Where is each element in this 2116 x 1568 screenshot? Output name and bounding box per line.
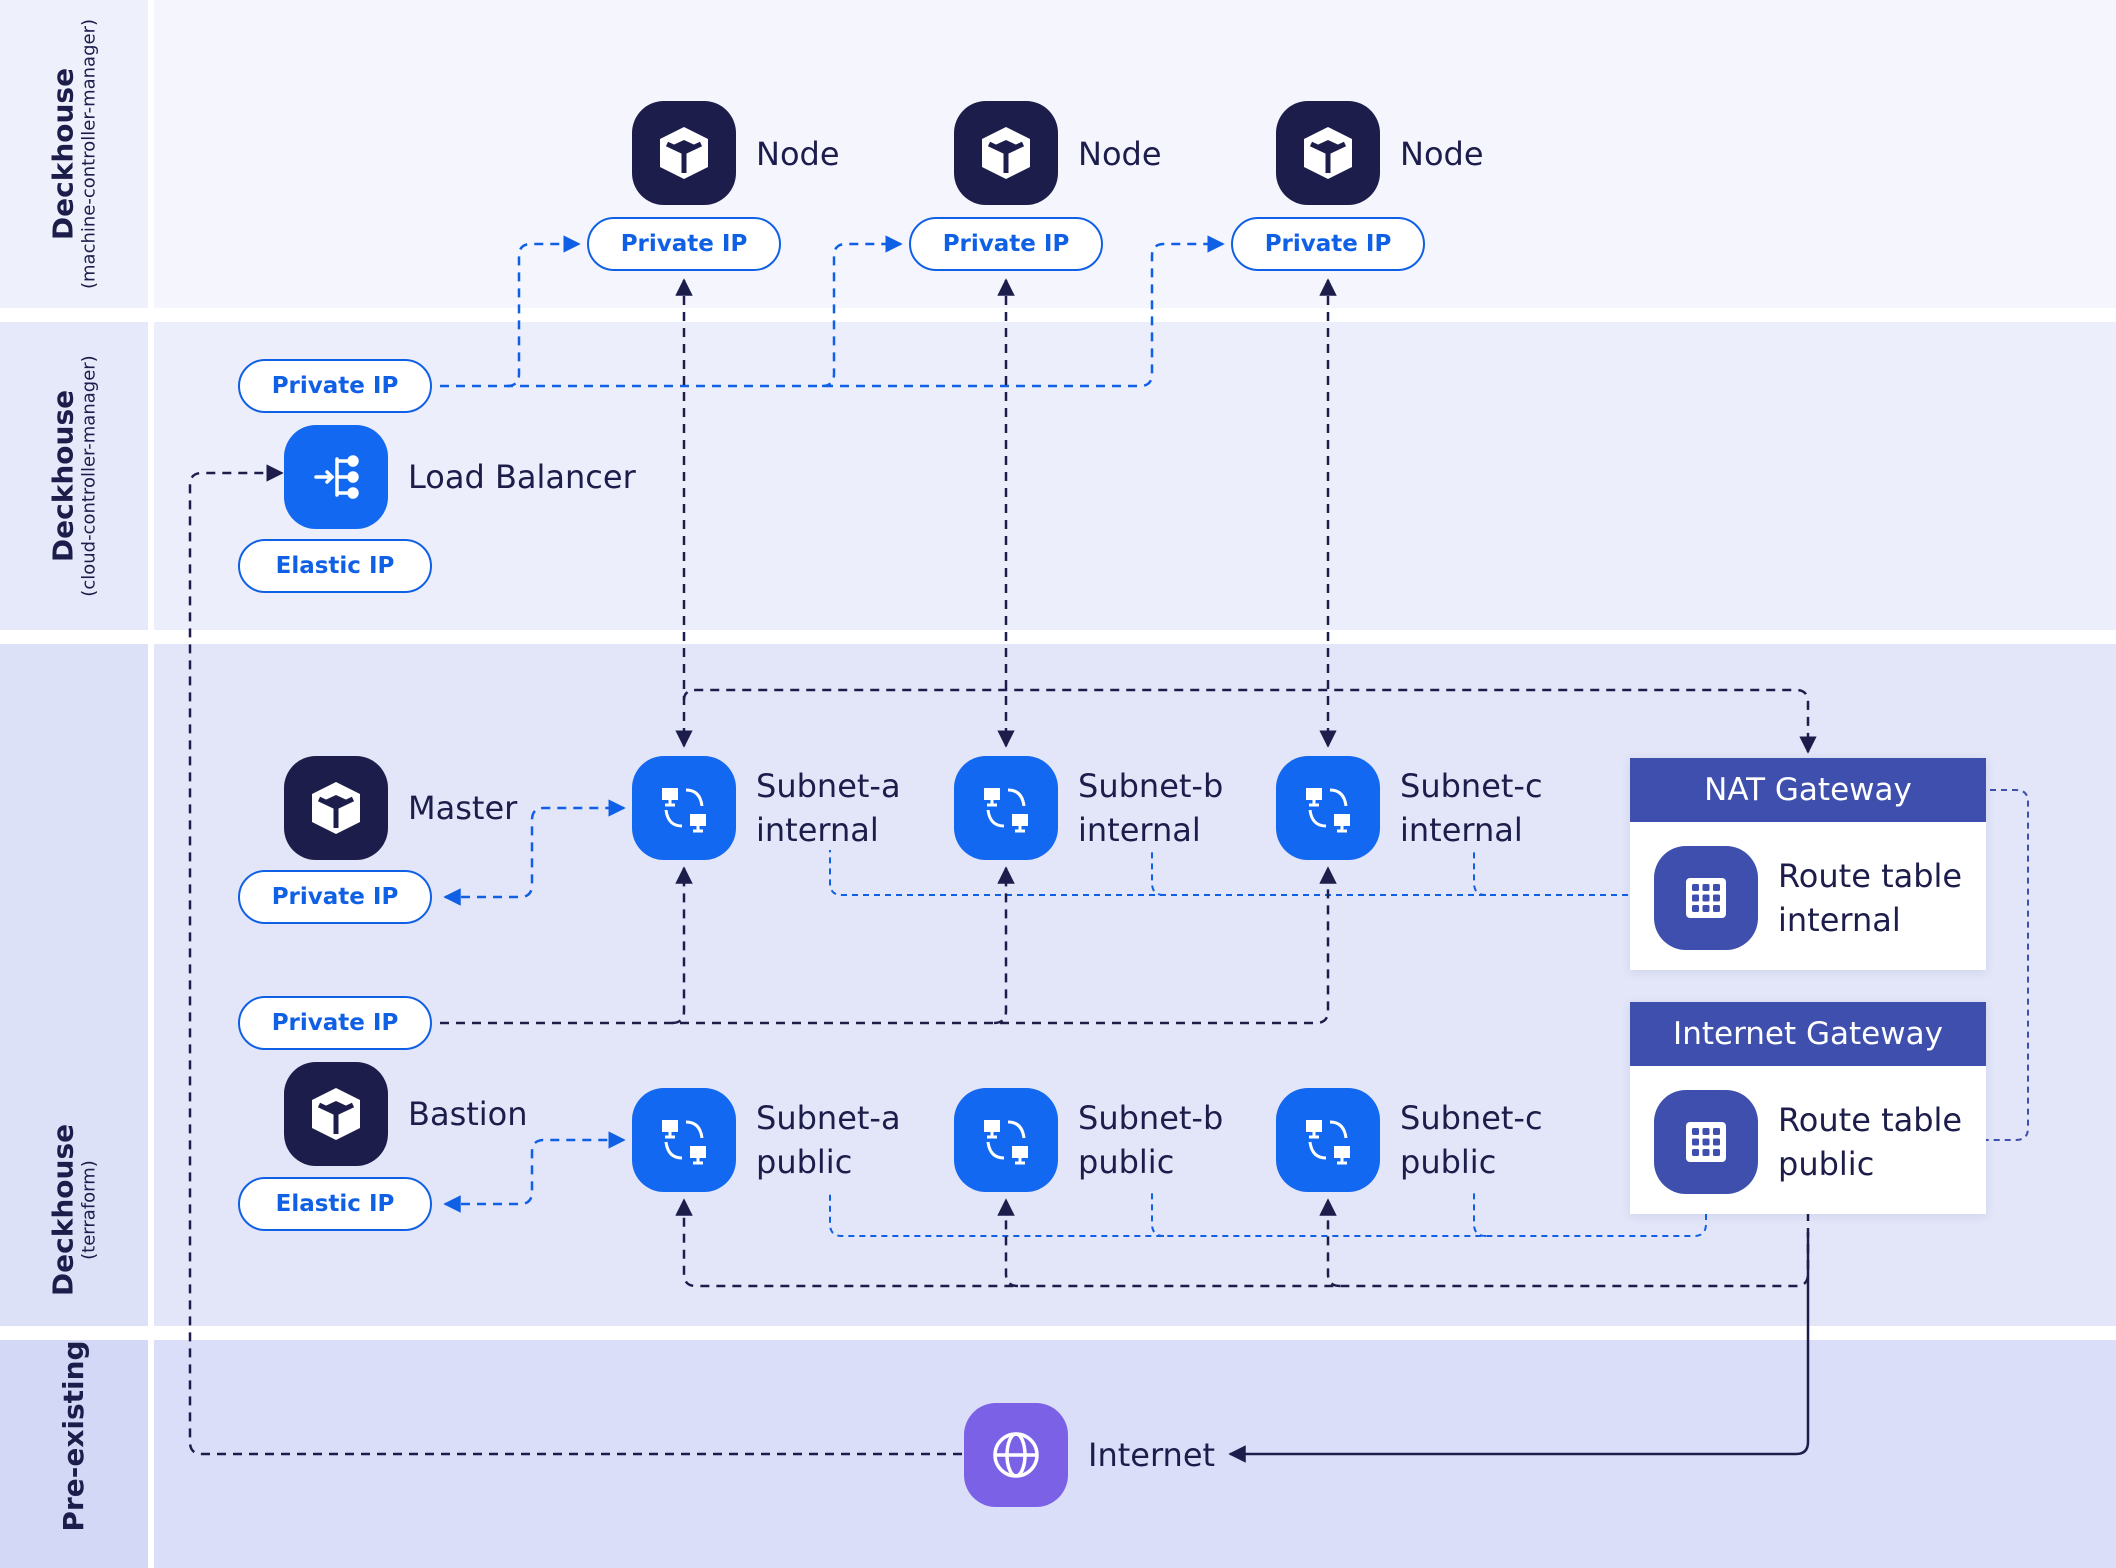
private-ip-subnet-link [671,866,693,1025]
subnet-icon-tile [632,756,736,860]
route-table-scope: public [1778,1145,1875,1183]
internet-lb-link [188,464,962,1456]
subnet-name: Subnet-c [1400,1099,1543,1137]
subnet-b-internal-label: Subnet-b internal [1078,764,1223,852]
nat-public-link [1970,789,2029,1141]
load-balancer-label: Load Balancer [408,458,636,496]
route-public-link [1151,1192,1165,1237]
route-public-link [1473,1192,1487,1237]
route-internal-link [829,850,1650,896]
master-cube-icon [312,782,360,834]
private-ip-subnet-link [993,866,1015,1025]
internet-gateway-title: Internet Gateway [1630,1002,1986,1066]
subnet-name: Subnet-b [1078,767,1224,805]
subnet-a-public-label: Subnet-a public [756,1096,901,1184]
bastion-subnet-link [443,1131,626,1213]
node-private-ip[interactable]: Private IP [1231,217,1425,271]
subnet-scope: public [1400,1143,1497,1181]
subnet-scope: internal [756,811,879,849]
igw-internet-link [1228,1232,1810,1463]
subnet-icon-tile [1276,756,1380,860]
node-private-ip[interactable]: Private IP [909,217,1103,271]
route-table-scope: internal [1778,901,1901,939]
subnet-icon-tile [1276,1088,1380,1192]
route-table-icon [1686,1122,1726,1162]
node-label: Node [1400,135,1484,173]
subnet-b-public-label: Subnet-b public [1078,1096,1223,1184]
subnet-name: Subnet-b [1078,1099,1224,1137]
internet-icon-tile [964,1403,1068,1507]
subnet-icon [662,788,706,833]
subnet-a-internal-label: Subnet-a internal [756,764,901,852]
node-icon-tile [1276,101,1380,205]
node-cube-icon [660,127,708,179]
route-table-icon-tile [1654,1090,1758,1194]
private-ip-subnet-link [440,866,1337,1025]
bastion-cube-icon [312,1088,360,1140]
master-label: Master [408,789,518,827]
subnet-scope: public [1078,1143,1175,1181]
route-internal-link [1151,850,1165,896]
route-table-icon-tile [1654,846,1758,950]
subnet-icon [1306,788,1350,833]
node-label: Node [1078,135,1162,173]
node-cube-icon [982,127,1030,179]
igw-subnet-link [1319,1198,1341,1288]
node-icon-tile [954,101,1058,205]
terraform-private-ip[interactable]: Private IP [238,996,432,1050]
subnet-icon [984,1120,1028,1165]
nat-bus-link [682,688,1817,754]
bastion-elastic-ip[interactable]: Elastic IP [238,1177,432,1231]
route-table-name: Route table [1778,1101,1963,1139]
subnet-scope: internal [1078,811,1201,849]
node-private-ip[interactable]: Private IP [587,217,781,271]
subnet-scope: internal [1400,811,1523,849]
subnet-c-internal-label: Subnet-c internal [1400,764,1543,852]
lb-elastic-ip[interactable]: Elastic IP [238,539,432,593]
subnet-scope: public [756,1143,853,1181]
master-private-ip[interactable]: Private IP [238,870,432,924]
subnet-name: Subnet-c [1400,767,1543,805]
subnet-icon [662,1120,706,1165]
load-balancer-icon-tile [284,425,388,529]
lb-to-node-ip-link [506,235,581,388]
subnet-icon-tile [632,1088,736,1192]
node-icon-tile [632,101,736,205]
route-table-name: Route table [1778,857,1963,895]
lb-to-node-ip-link [440,235,1225,388]
route-public-link [829,1192,1707,1237]
nat-gateway-card: NAT Gateway Route table internal [1630,758,1986,970]
subnet-icon [984,788,1028,833]
igw-subnet-link [997,1198,1019,1288]
route-internal-link [1473,850,1487,896]
master-icon-tile [284,756,388,860]
internet-label: Internet [1088,1436,1216,1474]
subnet-name: Subnet-a [756,1099,901,1137]
subnet-icon-tile [954,1088,1058,1192]
route-table-internal-label: Route table internal [1778,854,1962,942]
lb-to-node-ip-link [821,235,903,388]
subnet-c-public-label: Subnet-c public [1400,1096,1543,1184]
nat-gateway-title: NAT Gateway [1630,758,1986,822]
load-balancer-icon [314,455,359,499]
bastion-icon-tile [284,1062,388,1166]
subnet-name: Subnet-a [756,767,901,805]
node-cube-icon [1304,127,1352,179]
route-table-public-label: Route table public [1778,1098,1962,1186]
subnet-icon [1306,1120,1350,1165]
globe-icon [993,1432,1039,1478]
internet-gateway-card: Internet Gateway Route table public [1630,1002,1986,1214]
subnet-icon-tile [954,756,1058,860]
bastion-label: Bastion [408,1095,528,1133]
node-label: Node [756,135,840,173]
lb-private-ip[interactable]: Private IP [238,359,432,413]
route-table-icon [1686,878,1726,918]
